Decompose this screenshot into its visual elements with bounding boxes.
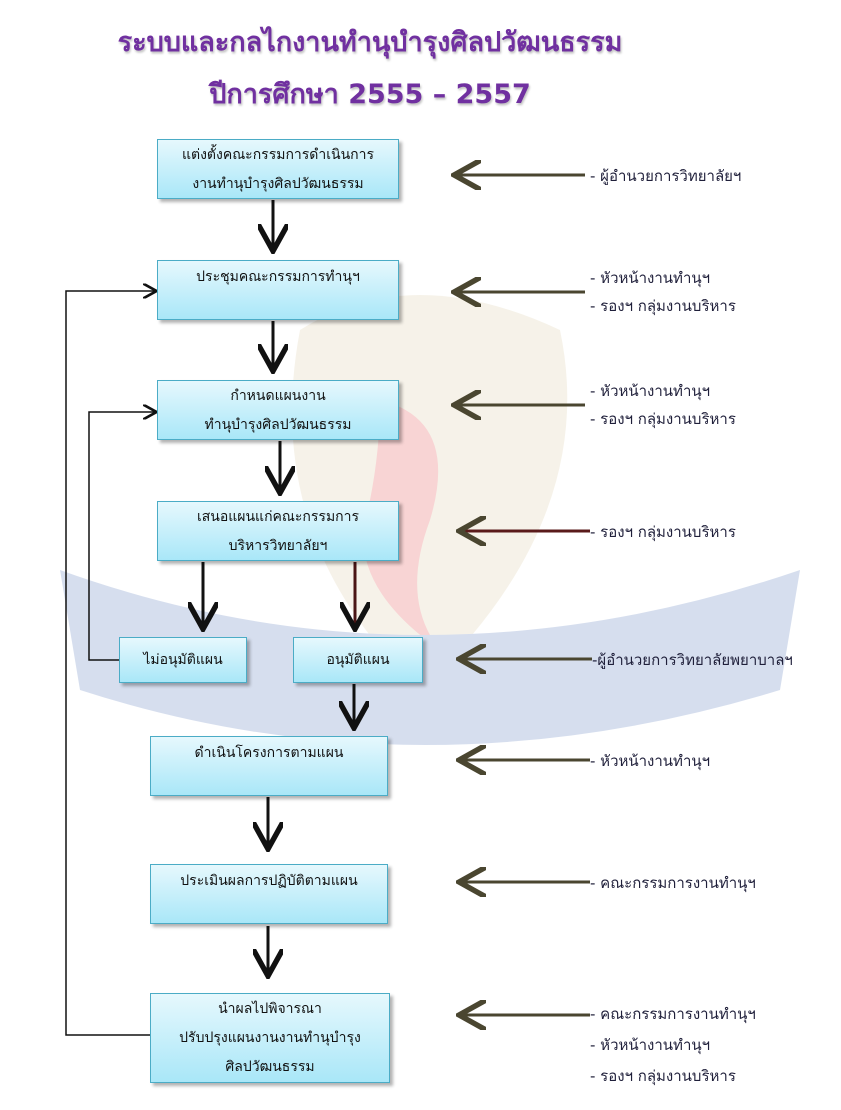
diagram-subtitle: ปีการศึกษา 2555 – 2557 [209,79,531,110]
step-text: ดำเนินโครงการตามแผน [194,745,344,761]
responsible-label: - รองฯ กลุ่มงานบริหาร [590,1067,736,1085]
diagram-title: ระบบและกลไกงานทำนุบำรุงศิลปวัฒนธรรม [117,27,623,58]
step-text: กำหนดแผนงาน [230,388,326,404]
step-text: ประเมินผลการปฏิบัติตามแผน [180,873,358,889]
step-committee-meeting: ประชุมคณะกรรมการทำนุฯ [157,260,399,320]
step-text: แต่งตั้งคณะกรรมการดำเนินการ [181,147,375,163]
step-plan-rejected: ไม่อนุมัติแผน [119,637,247,683]
responsible-label: - หัวหน้างานทำนุฯ [590,1036,711,1054]
loop-step8-to-step2 [65,291,155,1036]
step-appoint-committee: แต่งตั้งคณะกรรมการดำเนินการ งานทำนุบำรุง… [157,139,399,199]
step-text: บริหารวิทยาลัยฯ [228,538,328,554]
responsible-label: - หัวหน้างานทำนุฯ [590,382,711,400]
responsible-label: - รองฯ กลุ่มงานบริหาร [590,410,736,428]
responsible-label: - ผู้อำนวยการวิทยาลัยฯ [590,167,742,185]
responsible-label: - หัวหน้างานทำนุฯ [590,752,711,770]
step-evaluate: ประเมินผลการปฏิบัติตามแผน [150,864,388,924]
responsible-label: - หัวหน้างานทำนุฯ [590,269,711,287]
step-text: เสนอแผนแก่คณะกรรมการ [196,509,360,525]
step-define-plan: กำหนดแผนงาน ทำนุบำรุงศิลปวัฒนธรรม [157,380,399,440]
responsible-label: -ผู้อำนวยการวิทยาลัยพยาบาลฯ [592,651,793,669]
step-text: ปรับปรุงแผนงานงานทำนุบำรุง [179,1030,361,1046]
step-text: งานทำนุบำรุงศิลปวัฒนธรรม [192,176,364,192]
step-text: ประชุมคณะกรรมการทำนุฯ [196,269,360,285]
step-text: อนุมัติแผน [326,652,390,668]
step-text: ทำนุบำรุงศิลปวัฒนธรรม [204,417,352,433]
step-text: ศิลปวัฒนธรรม [225,1059,315,1075]
step-plan-approved: อนุมัติแผน [293,637,423,683]
responsible-label: - คณะกรรมการงานทำนุฯ [590,874,756,892]
step-propose-plan: เสนอแผนแก่คณะกรรมการ บริหารวิทยาลัยฯ [157,501,399,561]
step-text: ไม่อนุมัติแผน [143,652,223,668]
responsible-label: - รองฯ กลุ่มงานบริหาร [590,523,736,541]
responsible-label: - รองฯ กลุ่มงานบริหาร [590,297,736,315]
loop-reject-to-step3 [88,412,155,661]
step-execute-projects: ดำเนินโครงการตามแผน [150,736,388,796]
step-improve-plan: นำผลไปพิจารณา ปรับปรุงแผนงานงานทำนุบำรุง… [150,993,390,1083]
responsible-label: - คณะกรรมการงานทำนุฯ [590,1005,756,1023]
step-text: นำผลไปพิจารณา [218,1001,322,1017]
